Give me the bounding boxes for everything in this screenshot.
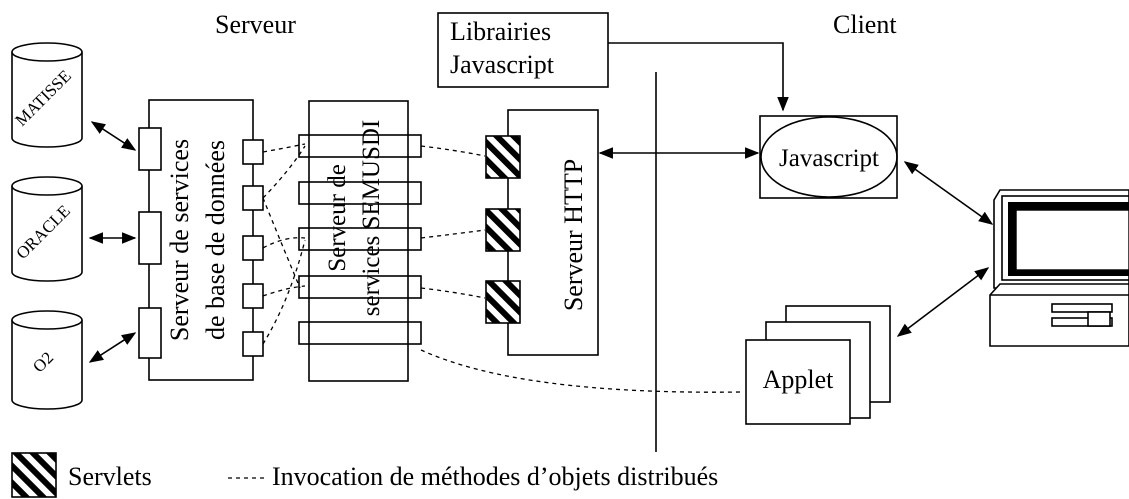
javascript-libraries-box	[437, 12, 609, 88]
service-port	[242, 283, 264, 309]
invocation-link	[420, 287, 486, 299]
db-port	[138, 307, 162, 359]
javascript-label: Javascript	[779, 145, 879, 172]
applet-box	[745, 339, 851, 425]
service-port	[242, 185, 264, 211]
servlet-hatched-box	[485, 280, 521, 324]
db-service-server-box	[148, 99, 254, 381]
libraries-to-javascript-arrow	[608, 42, 789, 112]
invocation-link	[262, 239, 306, 345]
javascript-libraries-label-line1: Librairies	[450, 17, 551, 46]
db-service-server-label-line2: de base de données	[201, 140, 230, 340]
servlet-hatched-box	[485, 208, 521, 252]
legend-servlets-swatch	[11, 452, 57, 498]
o2-link-arrow	[88, 332, 137, 363]
database-matisse: MATISSE	[11, 42, 83, 148]
semusdi-slot	[298, 321, 422, 345]
legend-invocation-label: Invocation de méthodes d’objets distribu…	[272, 462, 718, 491]
javascript-box	[759, 115, 898, 199]
client-section-title: Client	[833, 10, 897, 39]
service-port	[242, 235, 264, 261]
servlet-hatched-box	[485, 135, 521, 179]
javascript-computer-arrow	[903, 161, 994, 225]
semusdi-slot	[298, 227, 422, 251]
invocation-link	[262, 143, 306, 153]
invocation-link	[262, 197, 301, 289]
semusdi-server-label-line1: Serveur de	[324, 164, 351, 272]
applet-invocation-link	[420, 349, 741, 393]
http-server-label: Serveur HTTP	[559, 159, 588, 311]
database-oracle: ORACLE	[11, 176, 83, 282]
javascript-ellipse	[760, 116, 898, 198]
database-o2: O2	[11, 310, 83, 410]
semusdi-server-label-line2: services SEMUSDI	[358, 120, 385, 317]
invocation-link	[420, 229, 486, 239]
semusdi-server-box	[308, 100, 409, 382]
applet-computer-arrow	[896, 267, 990, 337]
javascript-libraries-label-line2: Javascript	[450, 50, 555, 79]
invocation-link	[262, 285, 306, 297]
service-port	[242, 139, 264, 165]
matisse-link-arrow	[90, 121, 137, 151]
service-port	[242, 331, 264, 357]
invocation-link	[262, 237, 306, 249]
semusdi-slot	[298, 181, 422, 205]
invocation-link	[420, 145, 486, 157]
applet-label: Applet	[763, 365, 835, 394]
http-server-box	[507, 109, 599, 356]
legend-servlets-label: Servlets	[68, 462, 152, 491]
db-port	[138, 211, 162, 265]
server-section-title: Serveur	[215, 10, 296, 39]
db-service-server-label-line1: Serveur de services	[165, 139, 194, 341]
computer-icon	[989, 189, 1129, 347]
db-port	[138, 127, 162, 171]
